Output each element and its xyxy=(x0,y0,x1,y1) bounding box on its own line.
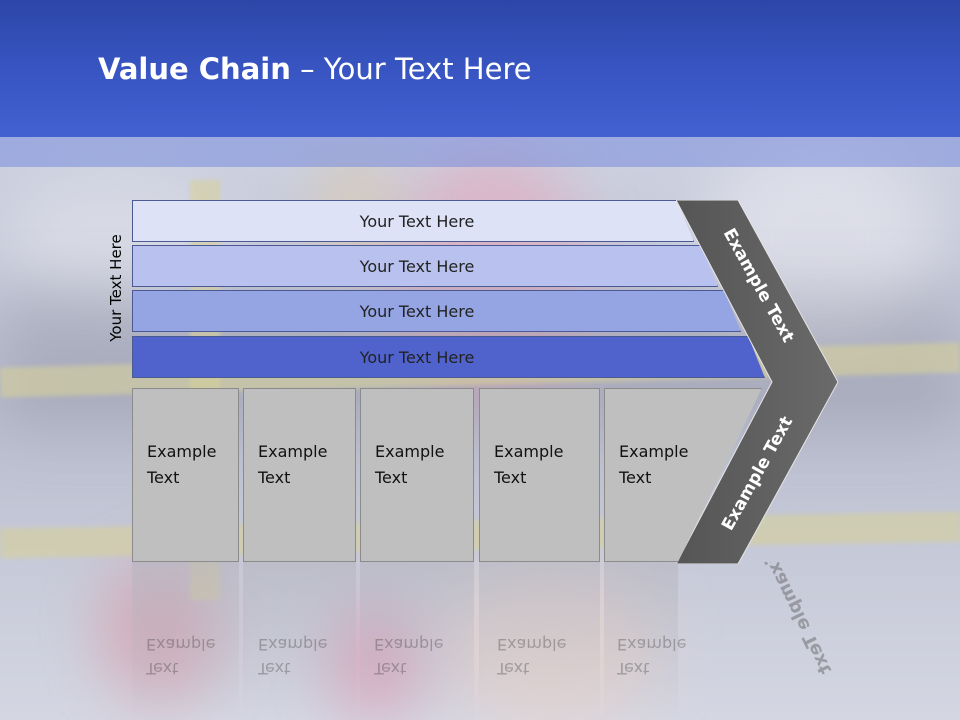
band-4[interactable]: Your Text Here xyxy=(132,336,765,378)
band-1[interactable]: Your Text Here xyxy=(132,200,694,242)
column-1-line1: Example xyxy=(147,442,217,461)
column-5-line2: Text xyxy=(619,468,652,487)
side-label[interactable]: Your Text Here xyxy=(107,234,125,342)
header-strip xyxy=(0,137,960,167)
band-3-label: Your Text Here xyxy=(359,301,475,321)
column-4-text: Example Text xyxy=(494,439,563,491)
column-3-line1: Example xyxy=(375,442,445,461)
band-2-label: Your Text Here xyxy=(359,256,475,276)
column-4-line1: Example xyxy=(494,442,564,461)
column-4-line2: Text xyxy=(494,468,527,487)
column-2-line2: Text xyxy=(258,468,291,487)
column-3[interactable]: Example Text xyxy=(360,388,474,562)
band-1-label: Your Text Here xyxy=(359,211,475,231)
column-3-text: Example Text xyxy=(375,439,444,491)
column-4[interactable]: Example Text xyxy=(479,388,600,562)
chevron-shape xyxy=(676,200,838,564)
slide-title-strong: Value Chain xyxy=(98,52,291,86)
background-shape xyxy=(330,600,420,720)
column-5-line1: Example xyxy=(619,442,689,461)
slide-title-rest: – Your Text Here xyxy=(290,52,532,86)
band-2[interactable]: Your Text Here xyxy=(132,245,718,287)
background-shape xyxy=(440,560,660,720)
column-3-line2: Text xyxy=(375,468,408,487)
title-bar xyxy=(0,0,960,137)
band-4-label: Your Text Here xyxy=(359,347,475,367)
column-1[interactable]: Example Text xyxy=(132,388,239,562)
column-2-text: Example Text xyxy=(258,439,327,491)
column-5-text: Example Text xyxy=(619,439,688,491)
column-1-line2: Text xyxy=(147,468,180,487)
column-2[interactable]: Example Text xyxy=(243,388,356,562)
column-2-line1: Example xyxy=(258,442,328,461)
value-chevron[interactable]: Example Text Example Text xyxy=(676,200,838,564)
band-3[interactable]: Your Text Here xyxy=(132,290,741,332)
column-1-text: Example Text xyxy=(147,439,216,491)
slide-title[interactable]: Value Chain – Your Text Here xyxy=(98,52,532,86)
